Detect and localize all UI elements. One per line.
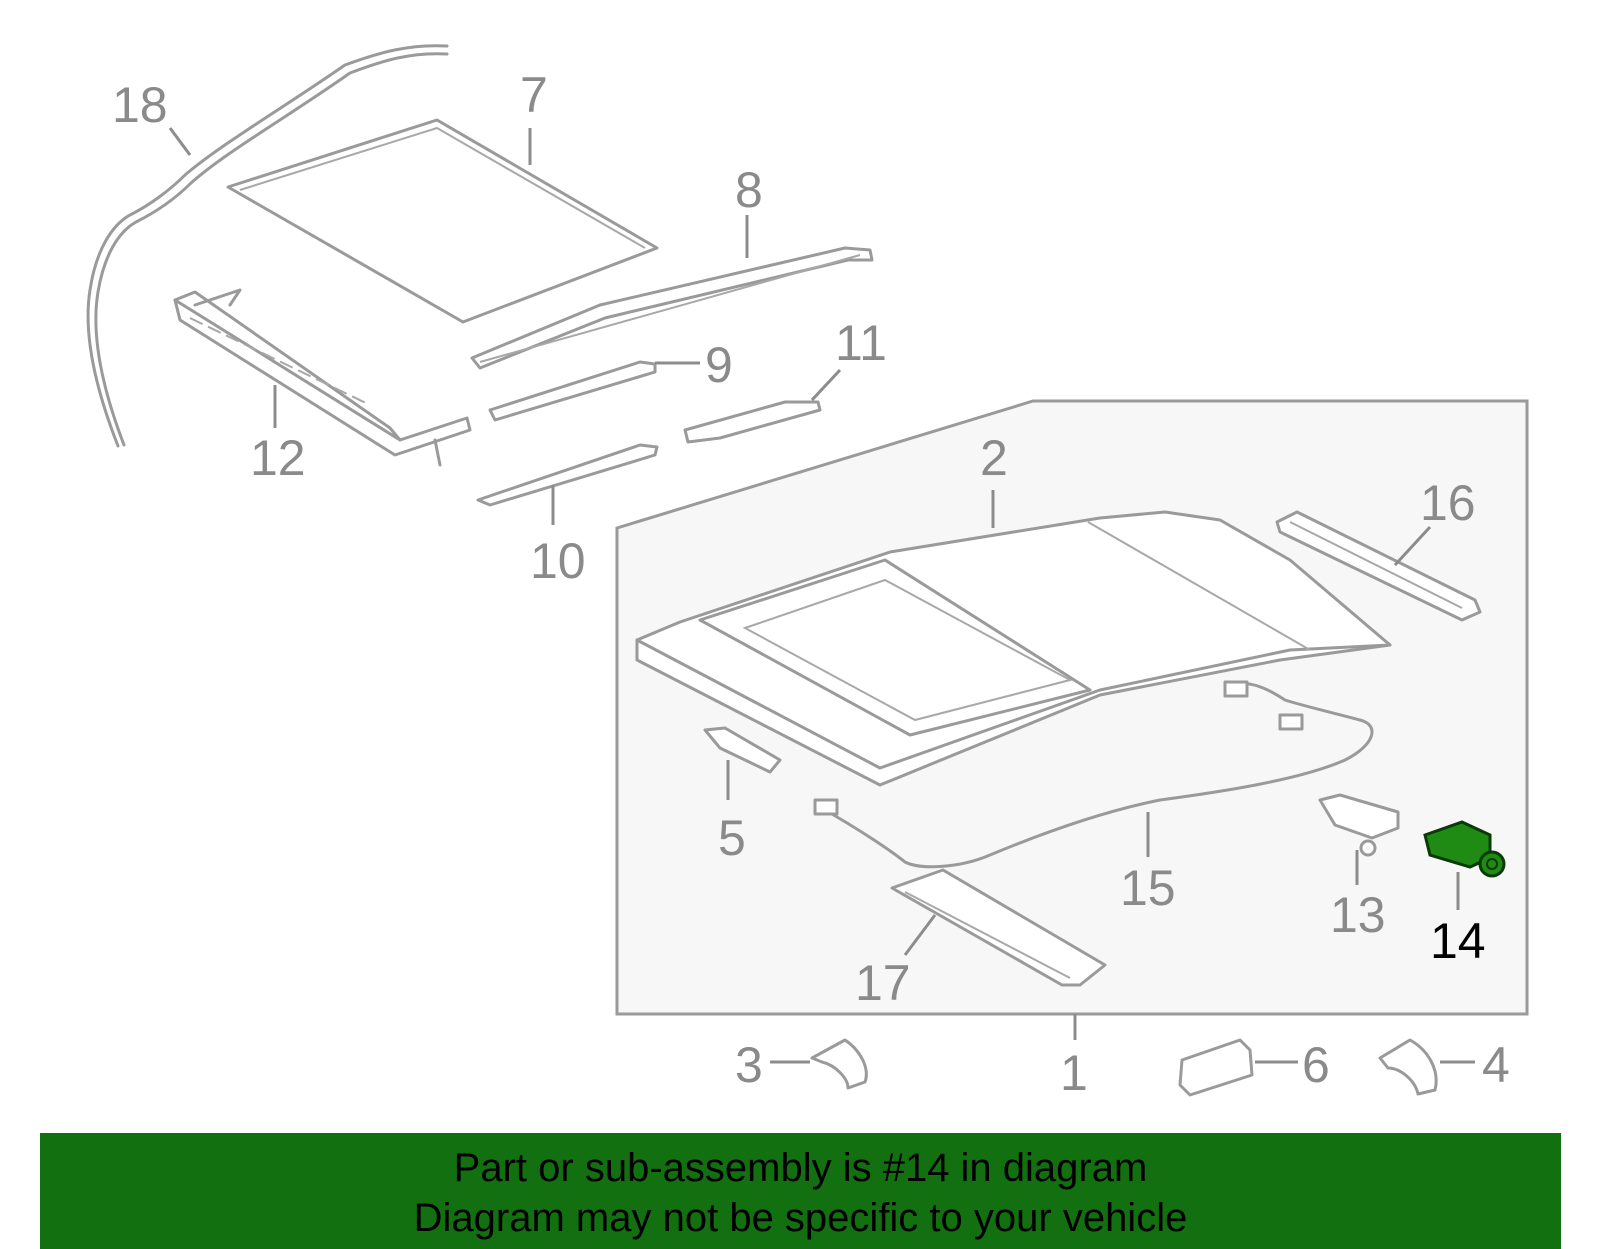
part-7-roof-panel (226, 118, 659, 324)
label-11: 11 (835, 315, 887, 371)
part-15-harness (813, 680, 1374, 869)
part-5-bracket (703, 726, 782, 774)
label-10: 10 (530, 533, 586, 589)
part-17-panel (890, 868, 1107, 987)
label-3: 3 (735, 1037, 763, 1093)
label-4: 4 (1482, 1037, 1510, 1093)
part-13-switch (1318, 793, 1400, 857)
part-16-rail (1275, 510, 1482, 622)
callout-arrows (168, 127, 1475, 1064)
label-5: 5 (718, 810, 746, 866)
label-1: 1 (1060, 1045, 1088, 1101)
label-7: 7 (520, 67, 548, 123)
label-12: 12 (250, 430, 306, 486)
banner-line-disclaimer: Diagram may not be specific to your vehi… (413, 1196, 1188, 1240)
part-9-bracket (488, 360, 657, 422)
label-18: 18 (112, 77, 168, 133)
label-6: 6 (1302, 1037, 1330, 1093)
part-11-bracket (683, 400, 822, 444)
part-3-clip (810, 1038, 868, 1090)
part-14-motor-highlighted (1423, 820, 1506, 878)
part-6-clip (1178, 1038, 1254, 1097)
part-18-weatherstrip (86, 44, 449, 448)
label-2: 2 (980, 430, 1008, 486)
label-16: 16 (1420, 475, 1476, 531)
part-12-front-header (173, 288, 472, 467)
part-4-clip (1378, 1038, 1438, 1096)
label-8: 8 (735, 162, 763, 218)
label-13: 13 (1330, 887, 1386, 943)
part-8-rail (470, 246, 874, 370)
label-15: 15 (1120, 860, 1176, 916)
label-9: 9 (705, 337, 733, 393)
banner-line-part: Part or sub-assembly is #14 in diagram (453, 1146, 1148, 1190)
part-10-bracket (476, 443, 659, 507)
roof-parts-diagram: 18 7 8 9 11 12 10 2 16 5 15 13 14 17 1 3… (86, 44, 1529, 1101)
part-notice-banner: Part or sub-assembly is #14 in diagram D… (40, 1133, 1561, 1249)
label-17: 17 (855, 955, 911, 1011)
label-14-highlighted: 14 (1430, 913, 1486, 969)
part-2-sunroof-housing (635, 510, 1392, 787)
